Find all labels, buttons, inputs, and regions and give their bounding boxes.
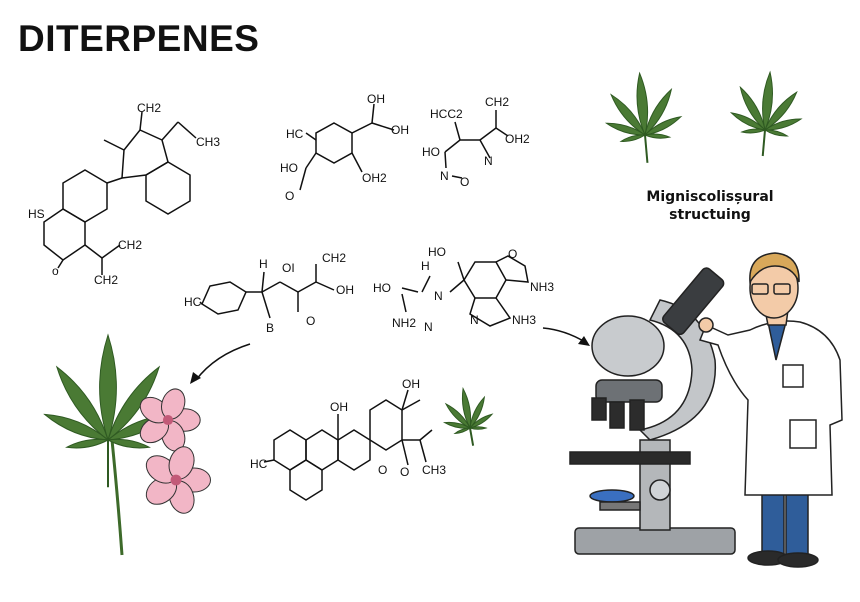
atom-label: NH3 bbox=[530, 280, 554, 294]
atom-label: OH bbox=[336, 283, 354, 297]
atom-label: HC bbox=[286, 127, 304, 141]
atom-label: o bbox=[52, 264, 59, 278]
atom-label: OH bbox=[330, 400, 348, 414]
flower-icon bbox=[145, 446, 211, 514]
atom-label: CH2 bbox=[485, 95, 509, 109]
cannabis-leaf-icon bbox=[43, 333, 173, 488]
scientist bbox=[698, 252, 843, 568]
focus-knob bbox=[649, 479, 671, 501]
atom-label: HO bbox=[422, 145, 440, 159]
molecule-1: CH2 CH3 HS o CH2 CH2 bbox=[28, 101, 220, 287]
atom-label: CH2 bbox=[137, 101, 161, 115]
lab-coat bbox=[698, 320, 843, 496]
cannabis-leaf-icon bbox=[604, 71, 683, 163]
hair bbox=[749, 252, 800, 285]
shoe bbox=[777, 552, 819, 568]
caption-line-1: Migniscolisșural bbox=[646, 189, 774, 205]
atom-label: OH2 bbox=[362, 171, 387, 185]
atom-label: NH3 bbox=[512, 313, 536, 327]
atom-label: HC bbox=[184, 295, 202, 309]
atom-label: HS bbox=[28, 207, 45, 221]
atom-label: OH2 bbox=[505, 132, 530, 146]
molecule-2: HC OH OH HO O OH2 bbox=[280, 92, 409, 203]
atom-label: HO bbox=[428, 245, 446, 259]
objective-lens bbox=[629, 399, 645, 431]
eyepiece-tube bbox=[662, 267, 725, 336]
atom-label: O bbox=[285, 189, 294, 203]
atom-label: O bbox=[306, 314, 315, 328]
atom-label: OH bbox=[391, 123, 409, 137]
microscope-base bbox=[574, 527, 736, 555]
atom-label: O bbox=[460, 175, 469, 189]
flower-icon bbox=[139, 388, 201, 452]
objective-lens bbox=[591, 397, 607, 421]
atom-label: O bbox=[378, 463, 387, 477]
atom-label: NH2 bbox=[392, 316, 416, 330]
hand bbox=[698, 317, 714, 333]
caption: Migniscolisșural structuing bbox=[640, 188, 780, 224]
atom-label: OI bbox=[282, 261, 295, 275]
arrow-to-plant bbox=[190, 343, 251, 384]
cannabis-leaves bbox=[43, 70, 803, 556]
objective-turret bbox=[595, 379, 663, 403]
atom-label: CH2 bbox=[322, 251, 346, 265]
atom-label: B bbox=[266, 321, 274, 335]
plant-stem bbox=[110, 439, 124, 556]
molecule-6: OH OH HC O O CH3 bbox=[250, 377, 446, 501]
atom-label: OH bbox=[402, 377, 420, 391]
cannabis-leaf-icon bbox=[729, 70, 803, 157]
microscope-head bbox=[591, 315, 665, 377]
molecule-4: H OI CH2 OH HC B O bbox=[184, 251, 354, 335]
atom-label: N bbox=[470, 313, 479, 327]
atom-label: HC bbox=[250, 457, 268, 471]
atom-label: N bbox=[484, 154, 493, 168]
microscope-stage bbox=[569, 451, 691, 465]
caption-line-2: structuing bbox=[669, 207, 751, 223]
atom-label: H bbox=[421, 259, 430, 273]
pink-flowers bbox=[139, 388, 211, 514]
arrow-to-microscope bbox=[542, 327, 590, 346]
page-title: DITERPENES bbox=[18, 18, 260, 59]
atom-label: N bbox=[424, 320, 433, 334]
microscope-arm bbox=[638, 299, 717, 441]
atom-label: HO bbox=[373, 281, 391, 295]
atom-label: H bbox=[259, 257, 268, 271]
molecule-5: HO O H HO N NH3 NH2 N N NH3 bbox=[373, 245, 554, 334]
atom-label: OH bbox=[367, 92, 385, 106]
atom-label: CH3 bbox=[196, 135, 220, 149]
objective-lens bbox=[609, 401, 625, 429]
atom-label: O bbox=[400, 465, 409, 479]
cannabis-leaf-icon bbox=[442, 386, 494, 446]
molecule-3: HCC2 CH2 HO OH2 N O N bbox=[422, 95, 530, 189]
microscope bbox=[569, 267, 736, 555]
atom-label: O bbox=[508, 247, 517, 261]
atom-label: CH2 bbox=[118, 238, 142, 252]
atom-label: HO bbox=[280, 161, 298, 175]
atom-label: N bbox=[434, 289, 443, 303]
atom-label: HCC2 bbox=[430, 107, 463, 121]
light-source bbox=[589, 489, 635, 503]
coat-pocket bbox=[782, 364, 804, 388]
glasses bbox=[751, 283, 769, 295]
atom-label: CH3 bbox=[422, 463, 446, 477]
atom-label: N bbox=[440, 169, 449, 183]
atom-label: CH2 bbox=[94, 273, 118, 287]
